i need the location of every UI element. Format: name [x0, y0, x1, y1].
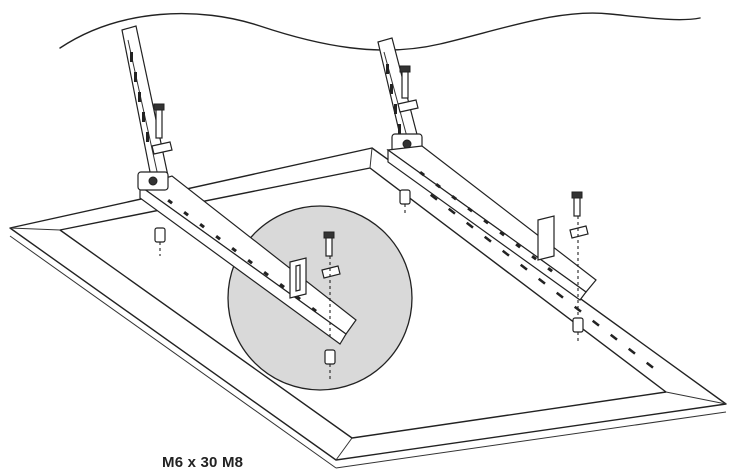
right-horizontal-bracket: [386, 145, 597, 301]
tv-panel-bevel: [9, 147, 727, 469]
wall-outline: [59, 12, 701, 51]
tv-back-slots-right: [429, 193, 654, 369]
screw-size-caption: M6 x 30 M8: [162, 454, 244, 471]
right-wall-arm: [377, 37, 423, 155]
right-clamp-assembly: [537, 191, 589, 344]
left-arm-bolt: [151, 103, 173, 155]
right-arm-bolt: [397, 65, 419, 113]
left-spacer: [154, 227, 166, 256]
center-spacer: [399, 189, 411, 216]
left-clamp-assembly: [289, 231, 341, 380]
